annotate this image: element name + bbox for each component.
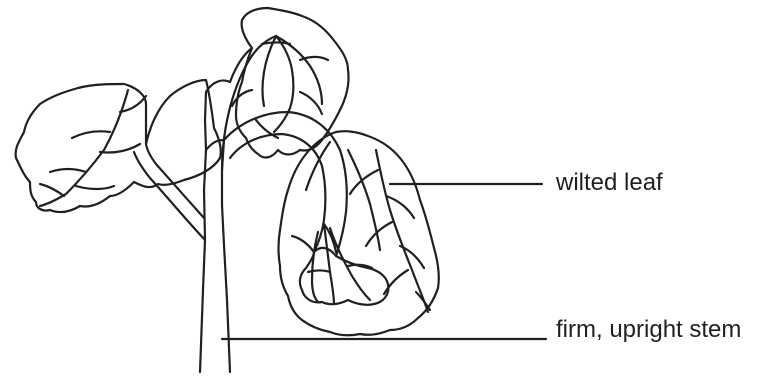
label-wilted-leaf: wilted leaf xyxy=(556,171,663,195)
label-firm-upright-stem: firm, upright stem xyxy=(556,318,741,342)
left-leaf xyxy=(16,80,221,212)
left-branch-stem xyxy=(134,144,205,240)
